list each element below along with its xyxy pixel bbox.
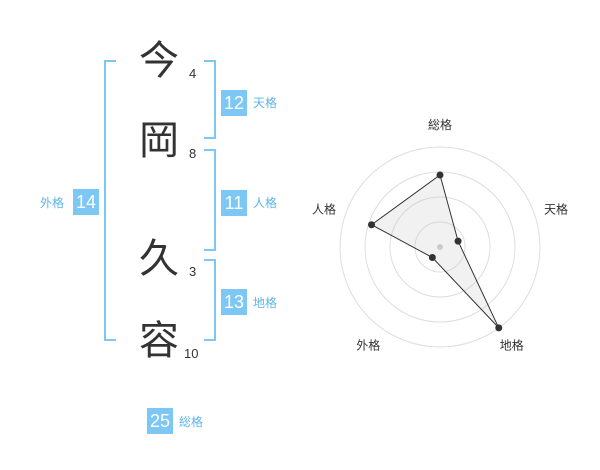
- radar-axis-label: 人格: [312, 201, 336, 216]
- radar-axis-label: 地格: [500, 338, 524, 353]
- gaikaku-label: 外格: [40, 196, 65, 210]
- tenkaku-label: 天格: [253, 96, 278, 110]
- soukaku-label: 総格: [179, 415, 204, 429]
- tenkaku-badge: 12: [221, 90, 247, 116]
- stroke-count-4: 10: [184, 346, 199, 361]
- chikaku-badge: 13: [221, 289, 247, 315]
- stroke-count-3: 3: [189, 264, 197, 279]
- radar-ring: [339, 146, 541, 348]
- radar-center: [437, 244, 443, 250]
- radar-point: [368, 221, 376, 229]
- name-char-3: 久: [139, 236, 179, 282]
- jinkaku-badge: 11: [221, 190, 247, 216]
- chikaku-bracket: [204, 259, 216, 341]
- stroke-count-2: 8: [189, 146, 197, 161]
- radar-point: [428, 254, 436, 262]
- gaikaku-badge: 14: [73, 189, 99, 215]
- radar-area: [370, 174, 500, 329]
- radar-point: [454, 237, 462, 245]
- stroke-count-1: 4: [189, 66, 197, 81]
- radar-ring: [414, 221, 466, 273]
- name-char-4: 容: [139, 318, 179, 364]
- gaikaku-bracket: [104, 60, 116, 341]
- radar-ring: [389, 196, 491, 298]
- radar-point: [436, 171, 444, 179]
- name-char-2: 岡: [139, 118, 179, 164]
- chikaku-label: 地格: [253, 296, 278, 310]
- soukaku-badge: 25: [147, 408, 173, 434]
- radar-axis-label: 総格: [428, 117, 452, 132]
- jinkaku-label: 人格: [253, 196, 278, 210]
- name-char-1: 今: [139, 38, 179, 84]
- tenkaku-bracket: [204, 60, 216, 139]
- radar-point: [495, 324, 503, 332]
- jinkaku-bracket: [204, 149, 216, 251]
- radar-axis-label: 外格: [356, 338, 380, 353]
- radar-axis-label: 天格: [544, 201, 568, 216]
